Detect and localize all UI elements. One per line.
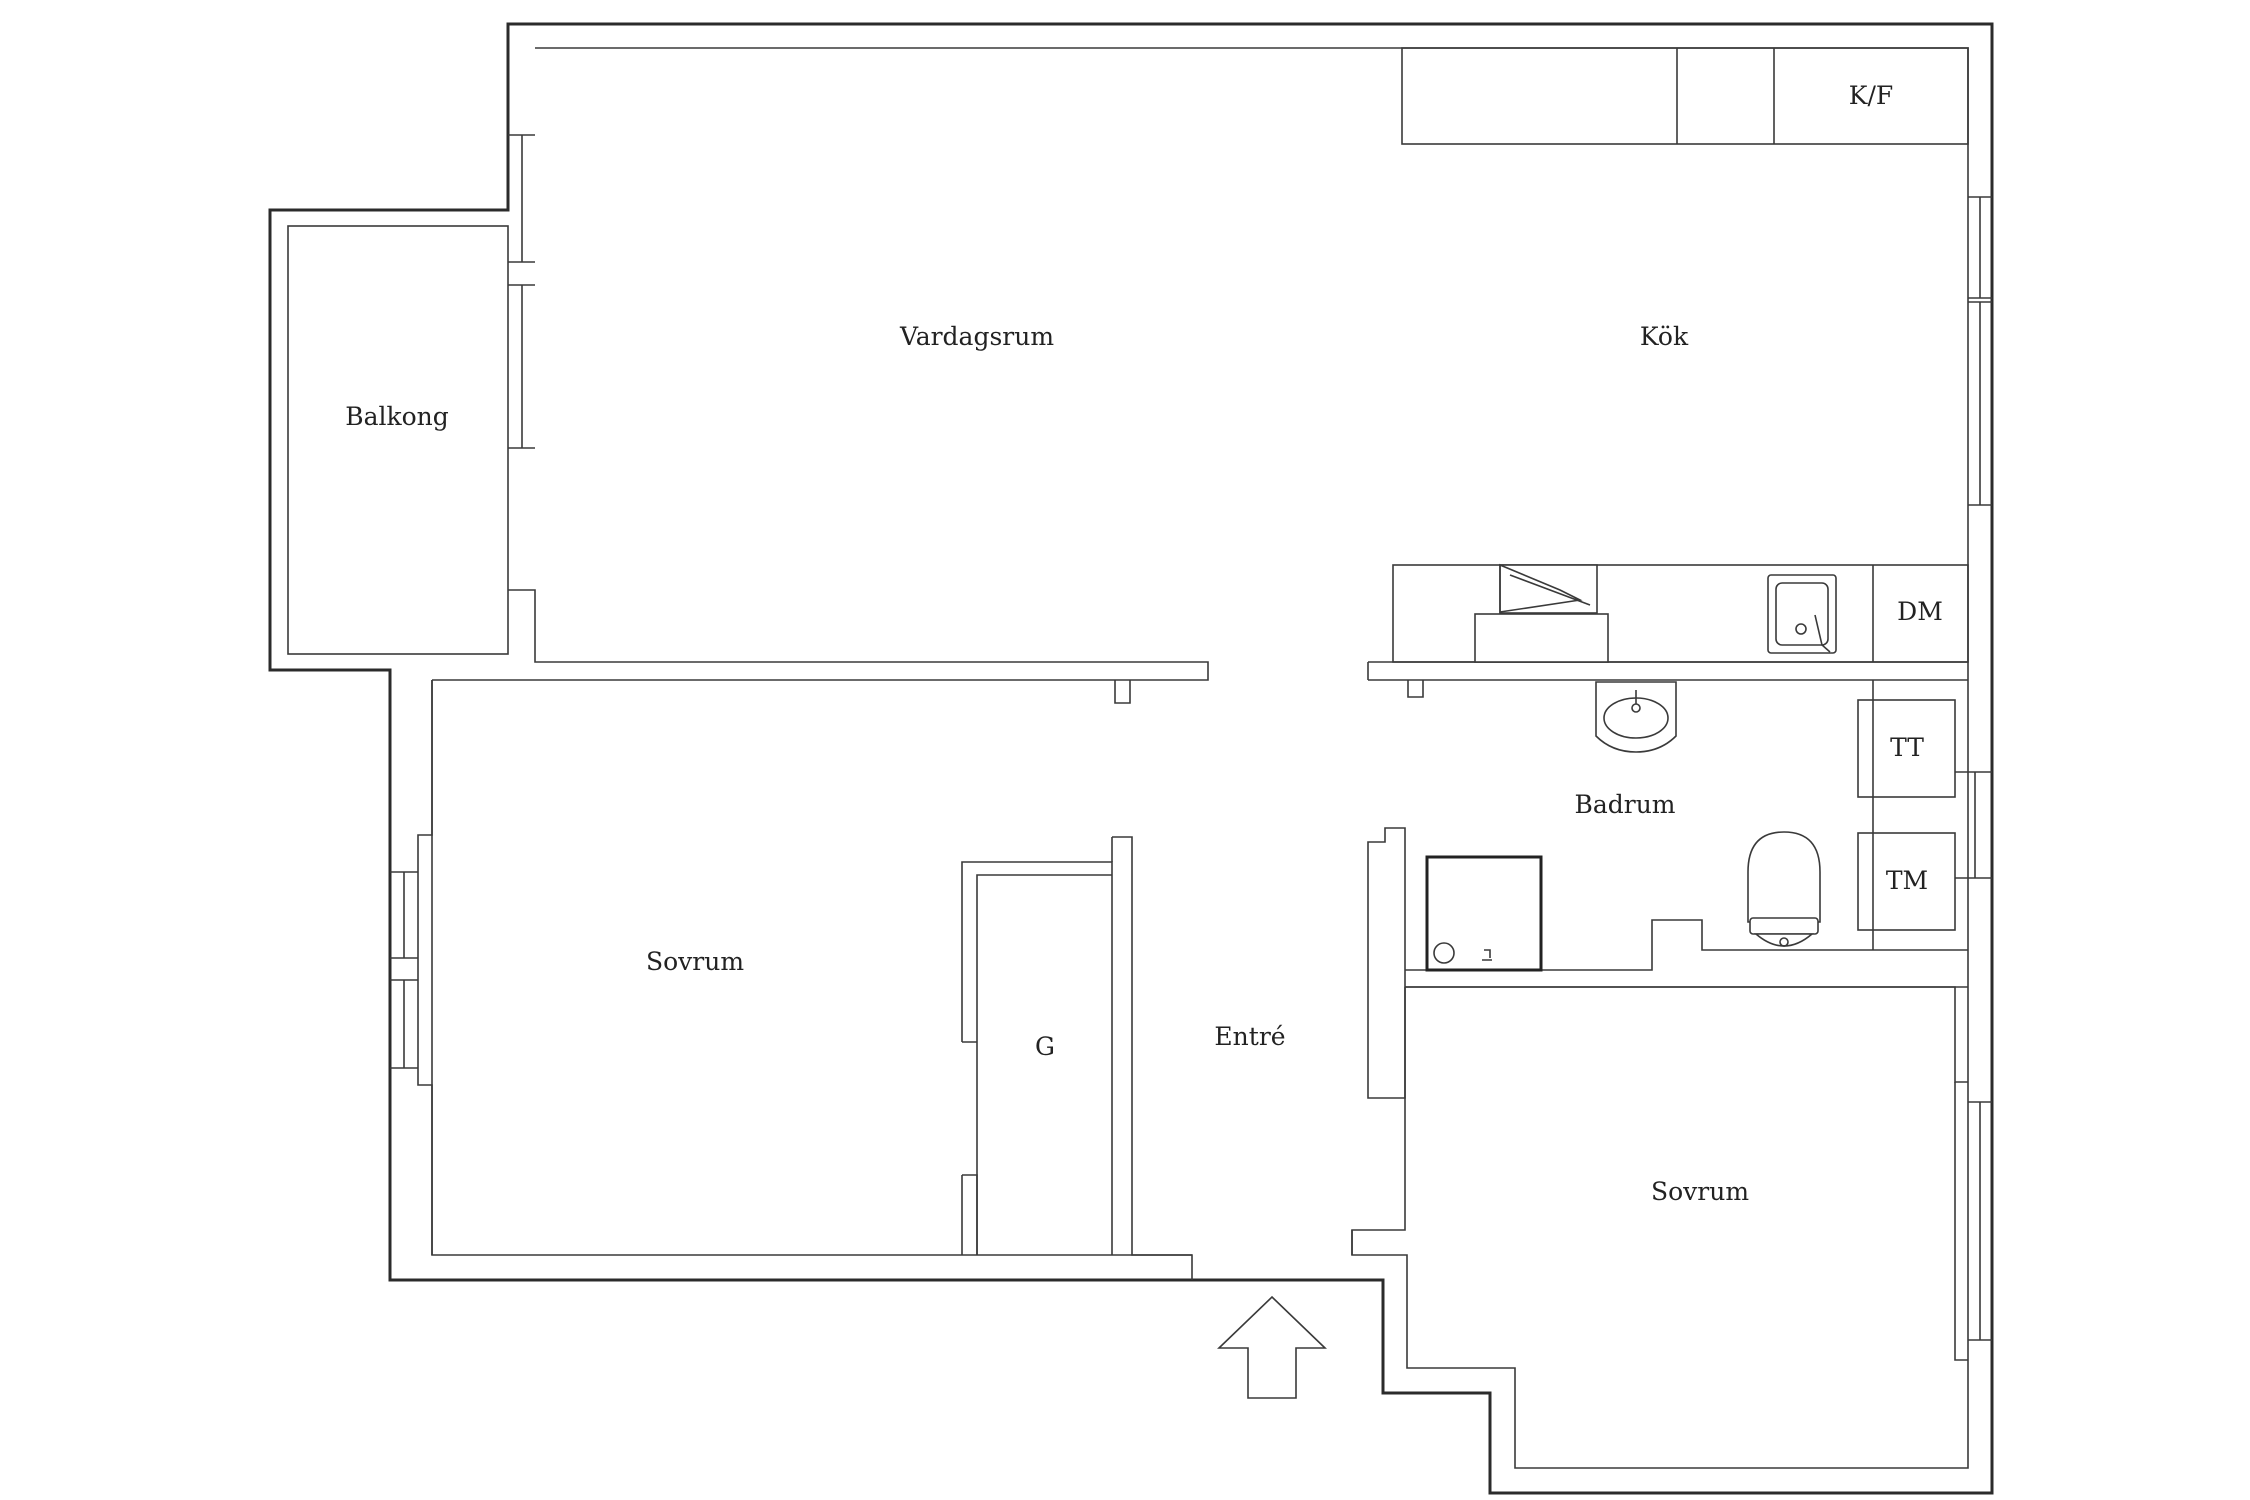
bathroom-west-wall	[1367, 827, 1406, 1099]
balcony-inner	[287, 225, 509, 655]
sink-basin-inner	[1775, 582, 1829, 646]
lower-counter	[1392, 564, 1969, 663]
wardrobe-walls	[961, 861, 1113, 1255]
stove-front	[1474, 613, 1609, 663]
tm-unit	[1857, 832, 1956, 931]
shower-drain	[1433, 942, 1455, 964]
tm-label: TM	[1886, 866, 1928, 895]
window-living-1	[508, 134, 535, 263]
washbasin-icon	[1595, 681, 1677, 753]
bathroom-fixtures: TT TM	[1425, 681, 1956, 972]
corridor-west-wall	[1111, 836, 1193, 1280]
window-bedroom-left-1	[390, 871, 418, 959]
room-badrum: Badrum	[1574, 790, 1675, 819]
kitchen-lower-counter: DM	[1392, 563, 1969, 663]
stove-detail	[1499, 563, 1591, 613]
toilet-bowl	[1747, 831, 1821, 923]
room-sovrum-left: Sovrum	[646, 947, 744, 976]
shower-icon	[1425, 855, 1543, 972]
inner-wall-face	[431, 47, 1969, 1469]
bedroom-right-east	[1954, 1082, 1968, 1361]
living-wall-stub	[1114, 680, 1131, 704]
window-kitchen-2	[1968, 301, 1992, 506]
room-entre: Entré	[1214, 1022, 1285, 1051]
room-sovrum-right: Sovrum	[1651, 1177, 1749, 1206]
stove-icon	[1474, 563, 1609, 663]
upper-counter	[1401, 47, 1969, 145]
windows	[390, 134, 1992, 1341]
toilet-tank	[1749, 917, 1819, 935]
outer-wall	[268, 22, 1994, 1495]
window-bedroom-right	[1968, 1101, 1992, 1341]
window-bathroom	[1955, 771, 1992, 879]
shower-tray	[1425, 855, 1543, 972]
window-living-2	[508, 284, 535, 449]
shower-mixer	[1482, 949, 1492, 961]
tt-unit	[1857, 699, 1956, 798]
living-south-wall	[432, 589, 1209, 681]
room-vardagsrum: Vardagsrum	[899, 322, 1054, 351]
bath-wall-stub	[1407, 680, 1424, 698]
kf-label: K/F	[1849, 81, 1893, 110]
toilet-icon	[1747, 831, 1821, 947]
kitchen-sink-icon	[1767, 574, 1837, 654]
room-labels: Vardagsrum Kök Balkong Badrum Sovrum G E…	[345, 322, 1749, 1206]
bedroom-right-wall	[1351, 986, 1968, 1255]
window-kitchen-1	[1968, 196, 1992, 299]
room-balkong: Balkong	[345, 402, 449, 431]
wardrobe-jamb	[961, 1174, 978, 1255]
dm-label: DM	[1897, 597, 1943, 626]
exterior-walls	[268, 22, 1994, 1495]
window-bedroom-left-2	[390, 979, 418, 1069]
kitchen-upper-counter: K/F	[1401, 47, 1969, 145]
kitchen-south-wall	[1367, 661, 1968, 681]
toilet-flush	[1779, 937, 1789, 947]
bedroom-left-wall	[417, 680, 433, 1255]
sink-drain	[1795, 623, 1807, 635]
entrance-arrow-icon	[1217, 1295, 1327, 1399]
room-kok: Kök	[1640, 322, 1689, 351]
tt-label: TT	[1890, 733, 1924, 762]
sink-tap	[1814, 614, 1831, 653]
toilet-base	[1753, 933, 1815, 947]
room-garderob: G	[1035, 1032, 1055, 1061]
